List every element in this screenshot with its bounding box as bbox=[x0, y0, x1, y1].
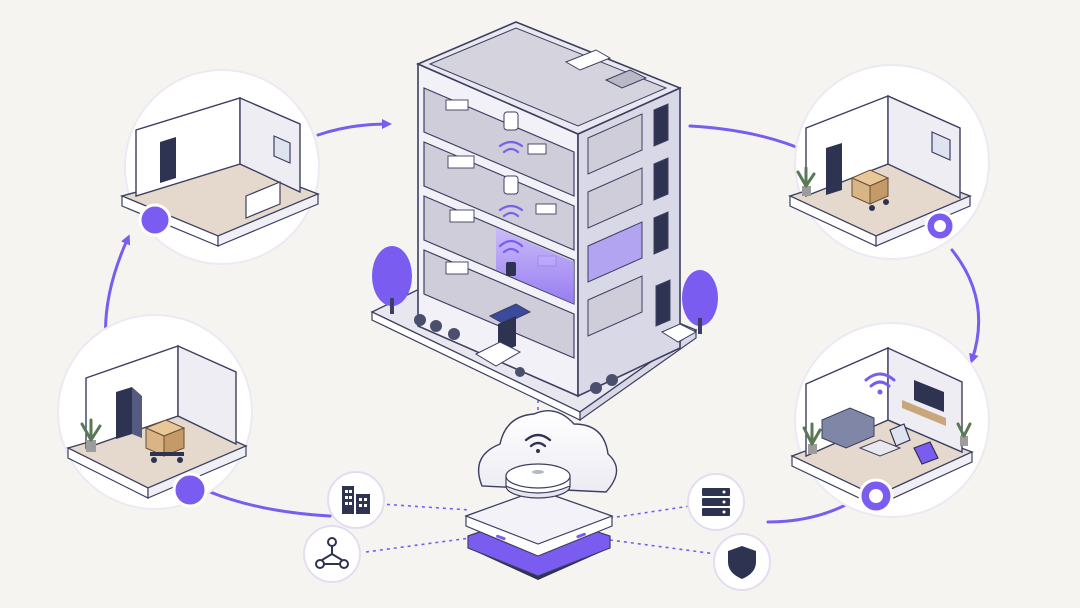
stage-marker-filled bbox=[172, 472, 208, 508]
wifi-access-point-icon bbox=[503, 111, 519, 276]
wifi-icon bbox=[498, 140, 524, 254]
cloud-hub[interactable] bbox=[464, 410, 618, 580]
moving-boxes-icon bbox=[850, 169, 890, 211]
apartment-building bbox=[370, 21, 718, 422]
plant-icon bbox=[80, 418, 102, 452]
tree-icon bbox=[372, 246, 718, 334]
wifi-icon bbox=[864, 372, 896, 395]
building-icon bbox=[342, 486, 370, 514]
plant-icon bbox=[796, 166, 816, 196]
arrow-moveout-to-furnished bbox=[950, 248, 981, 364]
service-icon-network[interactable] bbox=[303, 525, 361, 583]
service-icon-server[interactable] bbox=[687, 473, 745, 531]
stage-marker-filled bbox=[138, 203, 172, 237]
plant-icon bbox=[802, 422, 972, 454]
service-icon-security[interactable] bbox=[713, 533, 771, 591]
door-icon bbox=[160, 137, 176, 183]
network-icon bbox=[315, 537, 349, 569]
dotted-connectors bbox=[365, 372, 717, 555]
arrow-empty-to-building bbox=[316, 119, 392, 137]
line-building-to-moveout bbox=[688, 124, 810, 154]
line-hub-to-movein bbox=[208, 490, 332, 518]
wifi-access-point-icon bbox=[505, 463, 571, 499]
room-empty bbox=[119, 69, 320, 265]
highlighted-unit bbox=[496, 228, 574, 304]
moving-boxes-icon bbox=[144, 419, 186, 463]
server-icon bbox=[702, 488, 730, 516]
room-furnished bbox=[790, 322, 990, 518]
service-icon-building[interactable] bbox=[327, 471, 385, 529]
room-move-in bbox=[57, 314, 253, 510]
shield-icon bbox=[728, 546, 756, 579]
wifi-icon bbox=[524, 433, 552, 453]
room-move-out bbox=[788, 64, 990, 260]
